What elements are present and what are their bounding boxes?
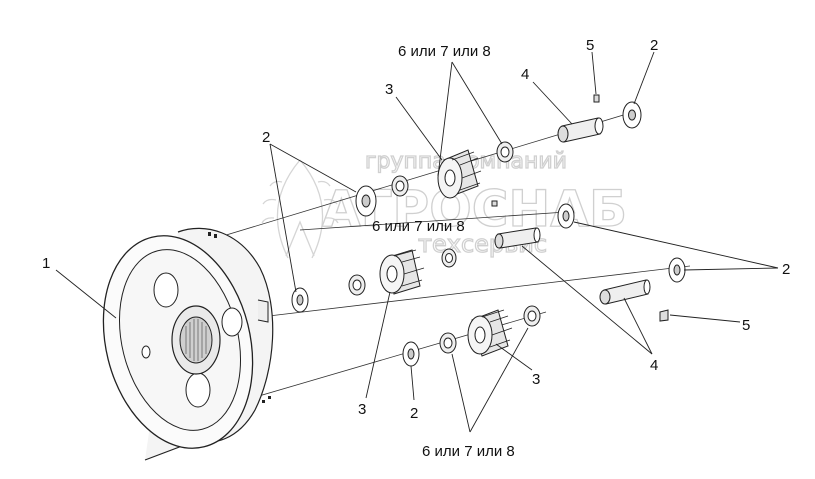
label-6-7-8-middle: 6 или 7 или 8	[372, 218, 465, 235]
housing-hole-top	[153, 272, 179, 308]
washer-middle-left	[291, 287, 309, 313]
leader-2-left-b	[269, 143, 297, 293]
spline-teeth	[185, 319, 207, 361]
washer-bottom	[402, 341, 420, 367]
label-4-top: 4	[521, 66, 529, 83]
label-1: 1	[42, 255, 50, 272]
leader-6-top-a	[437, 61, 453, 177]
pin-middle	[491, 200, 498, 207]
axle-top	[557, 94, 604, 143]
leader-lines	[55, 51, 779, 433]
leader-5-top	[591, 51, 597, 95]
bearing-bottom-left	[439, 332, 457, 354]
axis-middle-upper	[299, 211, 567, 231]
gear-top	[437, 149, 482, 199]
leader-4-bottom-b	[521, 245, 653, 355]
thrust-washers	[291, 101, 686, 367]
bearing-bottom-right	[523, 305, 541, 327]
housing-rim-teeth	[208, 232, 271, 403]
label-5-right: 5	[742, 317, 750, 334]
bearing-top-right	[496, 141, 514, 163]
leader-2-top	[633, 51, 655, 105]
leader-2-right-b	[683, 267, 779, 271]
label-2-right: 2	[782, 261, 790, 278]
axis-middle	[251, 265, 691, 319]
label-6-7-8-bottom: 6 или 7 или 8	[422, 443, 515, 460]
housing-hole-bottom	[185, 372, 211, 408]
leader-2-right-a	[573, 221, 779, 269]
leader-4-top	[532, 81, 573, 125]
leader-2-bottom	[410, 365, 415, 401]
label-2-left: 2	[262, 129, 270, 146]
callout-labels: 1 2 2 2 2 3 3 3 4 4 5 5 6 или 7 или 8 6 …	[42, 37, 790, 460]
gear-bottom	[467, 309, 513, 357]
leader-4-bottom-a	[623, 297, 653, 355]
housing-boss	[257, 299, 269, 323]
label-5-top: 5	[586, 37, 594, 54]
gear-middle	[379, 249, 425, 295]
leader-6-top-b	[451, 61, 503, 145]
carrier-housing	[102, 227, 274, 461]
washer-middle-right	[557, 203, 575, 229]
bearing-top-left	[391, 175, 409, 197]
needle-bearings	[348, 141, 541, 354]
housing-spline-bore	[179, 316, 213, 364]
leader-3-right	[495, 343, 533, 371]
label-6-7-8-top: 6 или 7 или 8	[398, 43, 491, 60]
axle-bottom	[599, 279, 669, 322]
bearing-middle-left	[348, 274, 366, 296]
leader-5-right	[669, 314, 741, 323]
label-2-bottom: 2	[410, 405, 418, 422]
label-3-bottom-right: 3	[532, 371, 540, 388]
label-3-top: 3	[385, 81, 393, 98]
leader-3-left	[365, 291, 391, 399]
washer-top-right	[622, 101, 642, 129]
washer-left	[355, 185, 377, 217]
leader-2-left-a	[269, 143, 357, 193]
leader-6-bottom-b	[469, 327, 529, 433]
planet-gears	[379, 149, 513, 357]
washer-right	[668, 257, 686, 283]
wheat-logo-icon	[261, 159, 339, 259]
bearing-middle-right	[441, 248, 457, 268]
label-2-top-right: 2	[650, 37, 658, 54]
housing-bolt-hole	[141, 345, 151, 359]
housing-hole-right	[221, 307, 243, 337]
leader-6-bottom-a	[451, 353, 471, 433]
label-3-bottom-left: 3	[358, 401, 366, 418]
leader-3-top	[395, 96, 443, 161]
label-4-bottom: 4	[650, 357, 658, 374]
pin-top	[593, 94, 600, 103]
pin-right	[659, 309, 669, 322]
leader-1	[55, 269, 117, 319]
axle-middle	[491, 200, 541, 249]
